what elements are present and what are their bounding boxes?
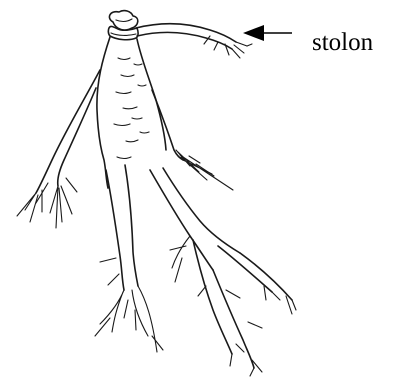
root-crown xyxy=(108,11,138,40)
left-lateral-root xyxy=(17,70,100,228)
stolon-stem xyxy=(136,24,252,58)
lower-right-root xyxy=(150,168,296,376)
lower-left-root xyxy=(95,165,163,352)
stolon-label: stolon xyxy=(312,29,374,56)
stolon-pointer-arrow xyxy=(243,25,292,41)
main-root xyxy=(97,37,166,188)
